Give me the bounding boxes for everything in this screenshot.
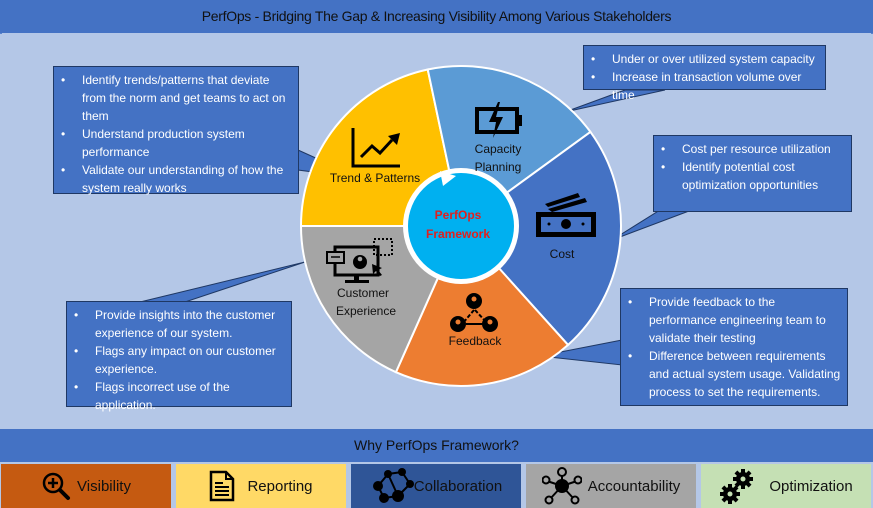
trend-chart-icon <box>351 128 400 168</box>
money-bill-icon <box>536 193 596 237</box>
callout-feedback-item: Provide feedback to the performance engi… <box>628 293 841 347</box>
segment-label-capacity-line1: Capacity <box>475 142 522 156</box>
callout-trend-item: Validate our understanding of how the sy… <box>61 161 292 197</box>
gears-icon <box>720 469 754 504</box>
segment-label-trend: Trend & Patterns <box>330 171 420 185</box>
callout-tail-customer <box>139 261 306 303</box>
hub-title-line2: Framework <box>426 227 490 241</box>
document-icon <box>210 470 235 502</box>
callout-customer-item: Flags any impact on our customer experie… <box>74 342 285 378</box>
cycle-arrow-icon <box>440 171 456 186</box>
segment-label-customer-line1: Customer <box>337 286 389 300</box>
callout-customer-item: Provide insights into the customer exper… <box>74 306 285 342</box>
wheel-slice-feedback <box>394 224 570 387</box>
callout-trend-item: Identify trends/patterns that deviate fr… <box>61 71 292 125</box>
callout-trend: Identify trends/patterns that deviate fr… <box>53 66 299 197</box>
battery-charging-icon <box>475 102 522 138</box>
callout-customer: Provide insights into the customer exper… <box>66 301 292 412</box>
hub-circle <box>408 173 514 279</box>
benefit-label: Collaboration <box>413 477 503 495</box>
callout-capacity: Under or over utilized system capacity I… <box>583 45 826 102</box>
callout-customer-item: Flags incorrect use of the application. <box>74 378 285 414</box>
callout-cost-item: Identify potential cost optimization opp… <box>661 158 845 194</box>
magnifier-plus-icon <box>42 472 71 500</box>
benefit-tile-collaboration: Collaboration <box>351 464 521 508</box>
people-network-icon <box>450 293 498 332</box>
callout-feedback: Provide feedback to the performance engi… <box>620 288 848 406</box>
segment-label-cost: Cost <box>550 247 575 261</box>
callout-trend-item: Understand production system performance <box>61 125 292 161</box>
benefit-label: Optimization <box>769 477 853 495</box>
benefit-label: Reporting <box>247 477 313 495</box>
benefit-label: Visibility <box>77 477 131 495</box>
benefit-tile-optimization: Optimization <box>701 464 871 508</box>
perfops-wheel-diagram: PerfOps Framework Trend & Patterns Capac… <box>139 65 706 387</box>
callout-capacity-item: Increase in transaction volume over time <box>591 68 819 104</box>
callout-feedback-item: Difference between requirements and actu… <box>628 347 841 401</box>
callout-capacity-item: Under or over utilized system capacity <box>591 50 819 68</box>
segment-label-customer-line2: Experience <box>336 304 396 318</box>
why-title: Why PerfOps Framework? <box>354 437 519 453</box>
benefit-tile-accountability: Accountability <box>526 464 696 508</box>
callout-cost: Cost per resource utilization Identify p… <box>653 135 852 212</box>
title-bar: PerfOps - Bridging The Gap & Increasing … <box>0 0 873 34</box>
hub-people-icon <box>541 467 582 505</box>
hub-title-line1: PerfOps <box>435 208 482 222</box>
benefit-tile-reporting: Reporting <box>176 464 346 508</box>
monitor-user-icon <box>326 238 393 283</box>
callout-cost-item: Cost per resource utilization <box>661 140 845 158</box>
wheel-slice-cost <box>459 130 622 347</box>
segment-label-capacity-line2: Planning <box>475 160 522 174</box>
network-icon <box>372 468 414 503</box>
segment-label-feedback: Feedback <box>449 334 503 348</box>
benefit-label: Accountability <box>587 477 681 495</box>
benefit-tile-visibility: Visibility <box>1 464 171 508</box>
page-title: PerfOps - Bridging The Gap & Increasing … <box>201 8 672 24</box>
why-section-header: Why PerfOps Framework? <box>0 429 873 462</box>
